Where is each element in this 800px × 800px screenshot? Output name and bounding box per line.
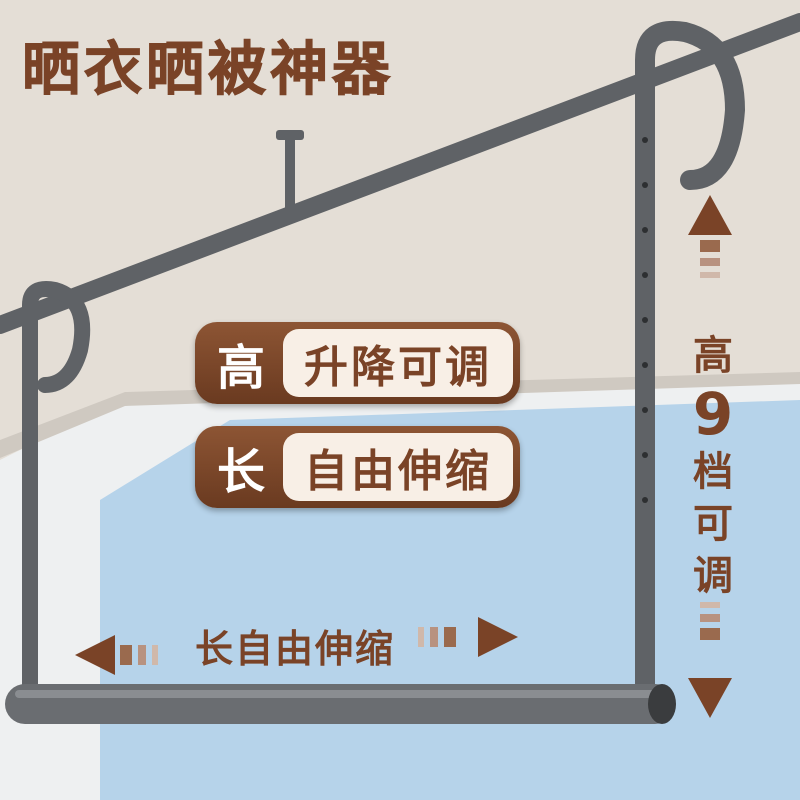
arrow-right (418, 617, 518, 657)
badge-key: 长 (216, 444, 265, 500)
horizontal-label: 长自由伸缩 (195, 627, 396, 671)
badge-key: 高 (216, 340, 265, 396)
product-title: 晒衣晒被神器 (21, 35, 395, 104)
left-hook (22, 281, 91, 698)
arrow-up (688, 195, 732, 278)
arrow-left (75, 635, 158, 675)
badge-length: 长 自由伸缩 (195, 426, 520, 508)
vertical-label: 高 9 档 可 调 (688, 330, 738, 602)
vertical-label-number: 9 (692, 380, 734, 448)
vertical-label-top: 高 (693, 333, 733, 379)
vertical-label-char: 可 (693, 501, 733, 547)
arrow-down (688, 602, 732, 718)
badge-value: 升降可调 (283, 329, 513, 397)
ceiling-mount (276, 130, 304, 140)
ceiling-pole (285, 138, 295, 208)
rod-end (648, 684, 676, 724)
badge-height: 高 升降可调 (195, 322, 520, 404)
bottom-rod-highlight (15, 690, 665, 698)
badge-value: 自由伸缩 (283, 433, 513, 501)
vertical-label-char: 档 (693, 449, 733, 495)
right-hook (635, 20, 746, 700)
top-rod (0, 13, 800, 334)
vertical-label-char: 调 (693, 553, 733, 599)
adjust-holes (642, 137, 648, 503)
